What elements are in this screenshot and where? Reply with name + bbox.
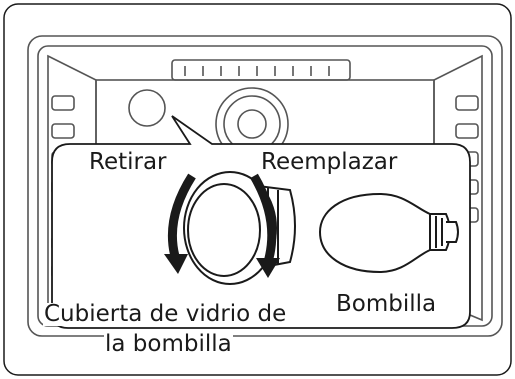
oven-lamp-icon <box>128 89 166 127</box>
lamp-cover-icon <box>183 171 296 285</box>
replace-label: Reemplazar <box>261 149 398 175</box>
rotate-clockwise-arrow-icon <box>250 173 280 278</box>
rotate-counterclockwise-arrow-icon <box>164 173 196 274</box>
bulb-label: Bombilla <box>336 291 437 317</box>
remove-label: Retirar <box>89 149 167 175</box>
cover-label-line2: la bombilla <box>104 331 233 357</box>
cover-label-line1: Cubierta de vidrio de <box>43 301 288 327</box>
light-bulb-icon <box>318 192 459 274</box>
